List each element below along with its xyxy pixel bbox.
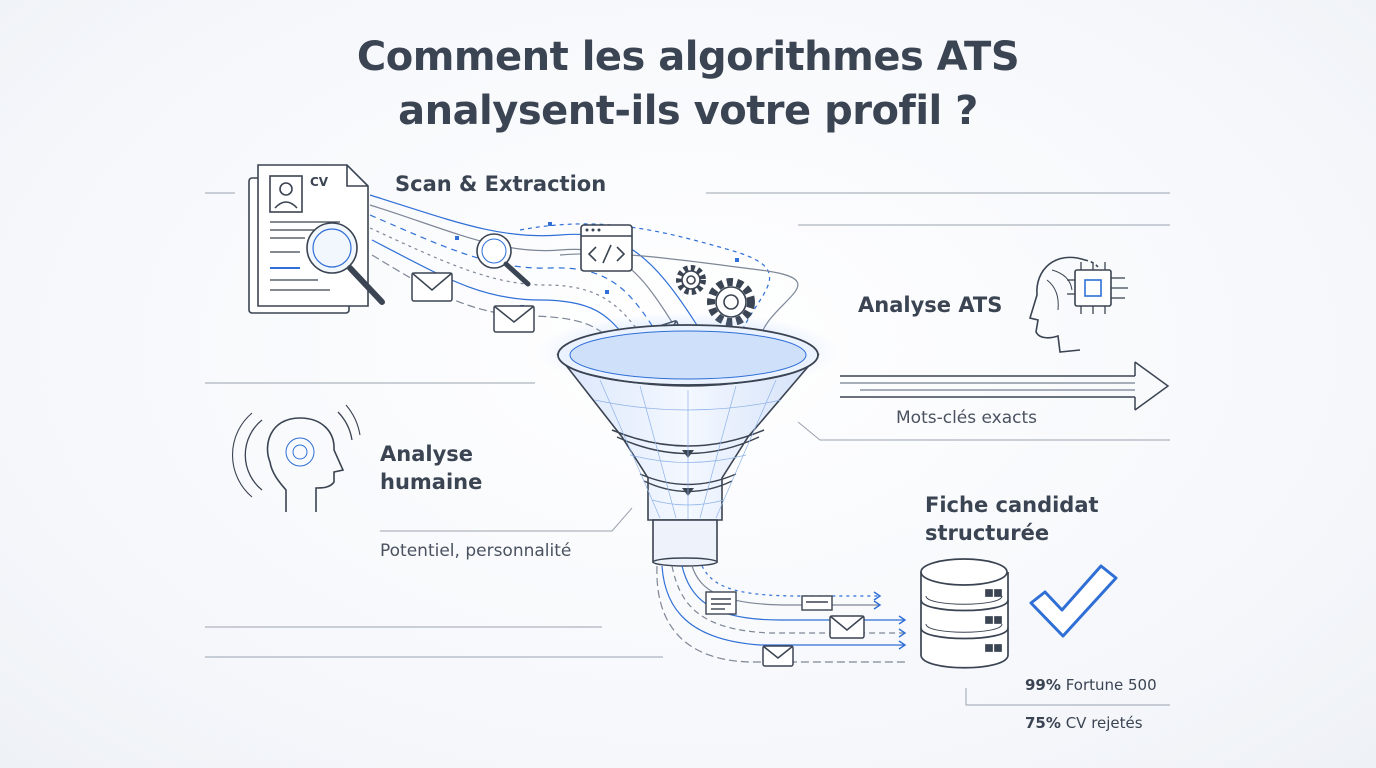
step-human-line-2: humaine [380, 470, 483, 494]
magnifier-icon [476, 233, 531, 287]
step-human-detail: Potentiel, personnalité [380, 541, 572, 561]
human-head-icon [231, 404, 361, 512]
data-flow-top [369, 194, 799, 345]
step-output-line-1: Fiche candidat [925, 493, 1099, 517]
step-output-line-2: structurée [925, 521, 1050, 545]
title-line-1: Comment les algorithmes ATS [356, 34, 1020, 80]
checkmark-icon [1029, 564, 1118, 638]
step-scan-label: Scan & Extraction [395, 172, 607, 196]
step-ats-detail: Mots-clés exacts [896, 408, 1038, 428]
stat-rejected: 75% CV rejetés [1025, 714, 1143, 732]
step-output-label: Fiche candidat structurée [925, 491, 1099, 547]
arrow-right-icon [840, 361, 1170, 411]
envelope-icon [493, 305, 535, 333]
stat-fortune-label: Fortune 500 [1065, 676, 1157, 694]
step-ats-label: Analyse ATS [858, 293, 1003, 317]
document-icon [801, 595, 833, 611]
envelope-icon [762, 645, 794, 667]
flow-arrowheads [873, 591, 907, 650]
gear-icon [676, 265, 706, 295]
cv-document-icon [248, 164, 385, 314]
document-icon [705, 591, 737, 615]
title-line-2: analysent-ils votre profil ? [398, 88, 978, 134]
envelope-icon [829, 615, 865, 639]
code-window-icon [580, 224, 633, 272]
database-icon [920, 558, 1009, 669]
envelope-icon [411, 272, 453, 302]
step-human-label: Analyse humaine [380, 440, 482, 496]
stat-fortune-value: 99% [1025, 676, 1061, 694]
stat-rejected-value: 75% [1025, 714, 1061, 732]
ai-head-icon [1028, 256, 1101, 353]
guide-lines [205, 192, 1170, 706]
chip-icon [1067, 262, 1128, 314]
funnel-icon [538, 312, 838, 567]
step-human-line-1: Analyse [380, 442, 474, 466]
cv-badge: CV [310, 175, 329, 189]
stat-fortune: 99% Fortune 500 [1025, 676, 1157, 694]
page-title: Comment les algorithmes ATS analysent-il… [0, 30, 1376, 138]
stat-rejected-label: CV rejetés [1065, 714, 1143, 732]
